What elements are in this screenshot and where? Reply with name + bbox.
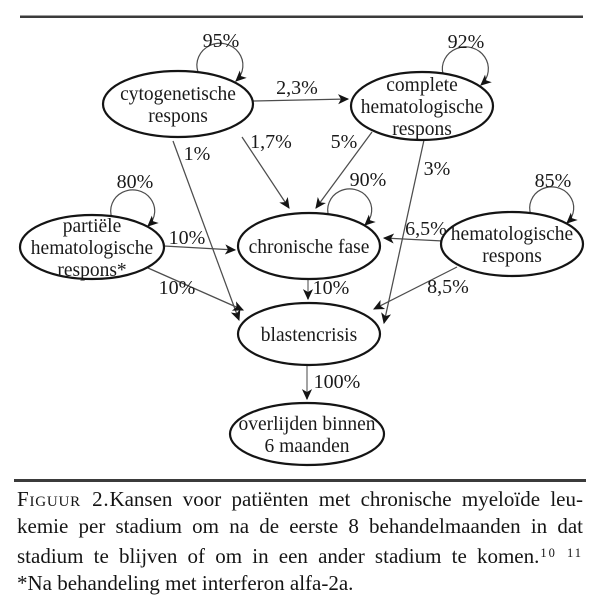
edge-label: 10%: [169, 227, 206, 249]
node-label: complete: [386, 75, 457, 96]
self-loop-label: 95%: [203, 30, 240, 52]
figure-number-label: Figuur 2.: [17, 487, 110, 511]
edge-label: 3%: [424, 158, 451, 180]
self-loop-label: 85%: [535, 170, 572, 192]
edge-label: 2,3%: [276, 77, 318, 99]
node-label: blastencrisis: [261, 325, 357, 346]
node-label: hematologische: [31, 238, 153, 259]
edge-label: 5%: [331, 131, 358, 153]
node-overlijden-binnen-6-maanden: [228, 401, 386, 467]
self-loop-hematologische-respons: [529, 186, 578, 224]
edge-label: 8,5%: [427, 276, 469, 298]
edge-hematologische-to-chronische-fase: [382, 233, 444, 244]
node-label: respons: [392, 119, 452, 140]
edge-label: 10%: [159, 277, 196, 299]
self-loop-label: 90%: [350, 169, 387, 191]
self-loop-partiele-hematologische-respons: [110, 189, 159, 227]
self-loop-complete-hematologische-respons: [441, 46, 492, 86]
edge-label: 10%: [313, 277, 350, 299]
node-label: hematologische: [451, 224, 573, 245]
node-label: 6 maanden: [264, 436, 349, 457]
edge-complete-to-chronische-fase: [315, 131, 373, 209]
reference-superscripts: 10 11: [540, 546, 583, 560]
self-loop-chronische-fase: [327, 188, 376, 226]
edge-label: 1,7%: [250, 131, 292, 153]
node-cytogenetische-respons: [101, 69, 255, 139]
edge-partiele-to-chronische-fase: [163, 244, 237, 255]
node-hematologische-respons: [439, 210, 585, 278]
edge-cytogenetische-to-blastencrisis: [172, 140, 241, 322]
caption-text: Kansen voor patiënten met chronische mye…: [109, 487, 583, 511]
node-label: respons*: [57, 260, 126, 281]
node-label: respons: [482, 246, 542, 267]
edge-cytogenetische-to-chronische-fase: [241, 136, 290, 209]
caption-text: stadium te blijven of om in een ander st…: [17, 544, 540, 568]
node-label: chronische fase: [249, 237, 370, 258]
edge-hematologische-to-blastencrisis: [373, 266, 458, 310]
bottom-rule: [14, 479, 586, 482]
edge-partiele-to-blastencrisis: [147, 267, 245, 311]
self-loop-label: 92%: [448, 31, 485, 53]
caption-line-3: stadium te blijven of om in een ander st…: [17, 540, 583, 570]
edge-complete-to-blastencrisis: [381, 139, 425, 325]
node-label: respons: [148, 106, 208, 127]
edge-cytogenetische-to-complete: [252, 94, 350, 105]
node-label: partiële: [63, 216, 121, 237]
edge-label: 100%: [314, 371, 361, 393]
top-rule: [20, 15, 583, 18]
figure-caption: Figuur 2.Kansen voor patiënten met chron…: [17, 486, 583, 595]
edge-label: 6,5%: [405, 218, 447, 240]
node-label: cytogenetische: [120, 84, 236, 105]
node-chronische-fase: [236, 211, 382, 281]
node-label: overlijden binnen: [238, 414, 375, 435]
caption-line-2: kemie per stadium om na de eerste 8 beha…: [17, 514, 583, 538]
self-loop-label: 80%: [117, 171, 154, 193]
edge-label: 1%: [184, 143, 211, 165]
caption-footnote: *Na behandeling met interferon alfa-2a.: [17, 571, 354, 595]
node-partiele-hematologische-respons: [18, 213, 166, 281]
node-blastencrisis: [236, 301, 382, 367]
caption-line-1: Figuur 2.Kansen voor patiënten met chron…: [17, 486, 583, 513]
self-loop-cytogenetische-respons: [196, 42, 247, 82]
state-diagram: 95% 92% 80% 90% 85% 2,3% 1,7% 5% 1% 3% 1…: [14, 15, 586, 482]
node-label: hematologische: [361, 97, 483, 118]
node-complete-hematologische-respons: [349, 70, 495, 142]
